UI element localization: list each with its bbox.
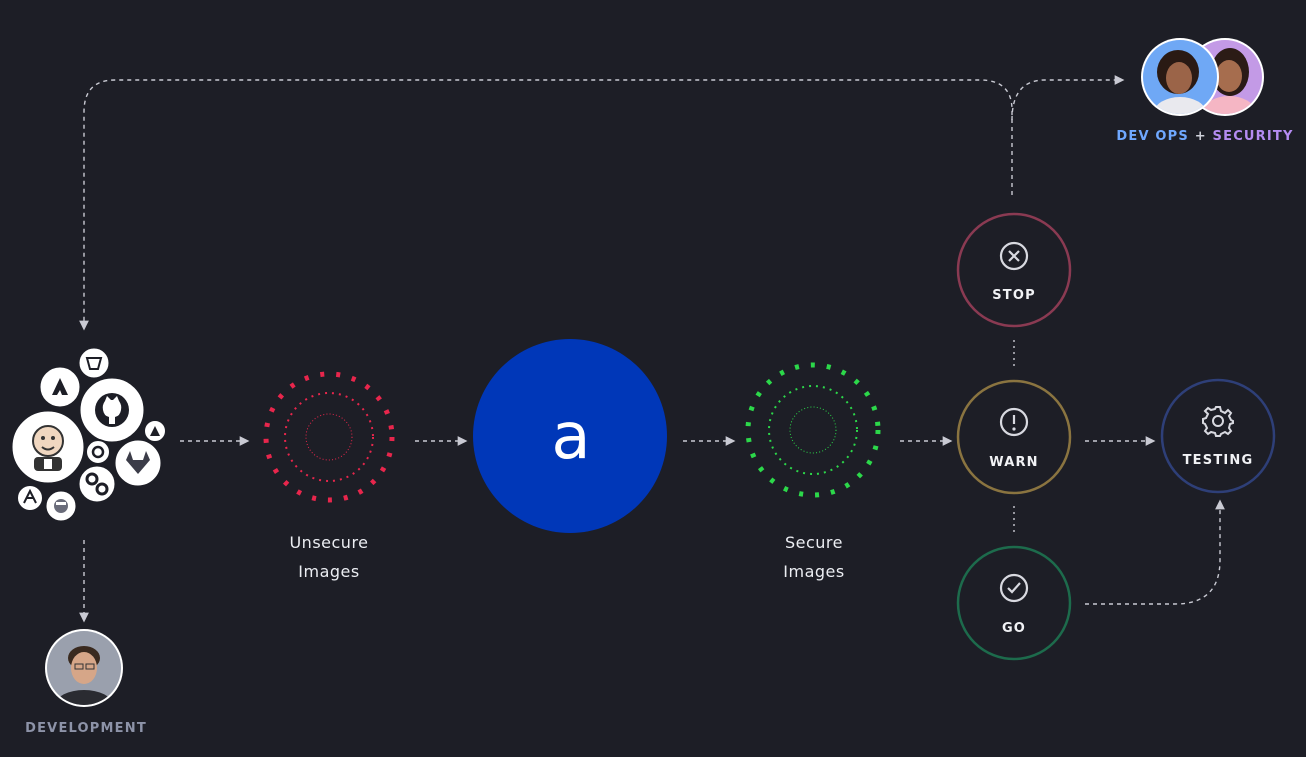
plus-sign: + xyxy=(1194,129,1207,144)
secure-images-rings xyxy=(745,362,881,498)
testing-stage: TESTING xyxy=(1160,378,1276,494)
teams-label: DEV OPS + SECURITY xyxy=(1110,129,1300,144)
unsecure-images-rings xyxy=(263,371,395,503)
secure-label-line2: Images xyxy=(783,562,845,581)
scanner-logo-circle xyxy=(473,339,667,533)
security-label: SECURITY xyxy=(1212,129,1294,144)
check-circle-icon xyxy=(999,573,1029,603)
devops-label: DEV OPS xyxy=(1116,129,1189,144)
go-gate: GO xyxy=(956,545,1072,661)
development-label: DEVELOPMENT xyxy=(25,721,147,736)
gear-icon xyxy=(1202,406,1234,437)
scanner-logo-letter: a xyxy=(551,400,590,474)
circleci-icon xyxy=(85,439,111,465)
bitbucket-icon xyxy=(76,345,112,381)
stop-label: STOP xyxy=(992,288,1036,303)
secure-label-line1: Secure xyxy=(784,533,843,552)
unsecure-label-line2: Images xyxy=(298,562,360,581)
stop-gate: STOP xyxy=(956,212,1072,328)
warn-label: WARN xyxy=(989,455,1039,470)
exclamation-circle-icon xyxy=(999,407,1029,437)
unsecure-label-line1: Unsecure xyxy=(289,533,369,552)
secure-images-label: Secure Images xyxy=(744,528,884,586)
go-label: GO xyxy=(1002,621,1026,636)
warn-gate: WARN xyxy=(956,379,1072,495)
source-tools-cluster xyxy=(9,345,167,524)
go-to-testing-line xyxy=(1085,499,1225,605)
feedback-loop-line xyxy=(79,79,1013,331)
testing-label: TESTING xyxy=(1183,453,1254,468)
to-teams-line xyxy=(1011,75,1125,121)
unsecure-images-label: Unsecure Images xyxy=(259,528,399,586)
harness-icon xyxy=(76,463,118,505)
x-circle-icon xyxy=(999,241,1029,271)
devops-avatar xyxy=(1141,38,1219,116)
developer-avatar xyxy=(45,629,123,707)
